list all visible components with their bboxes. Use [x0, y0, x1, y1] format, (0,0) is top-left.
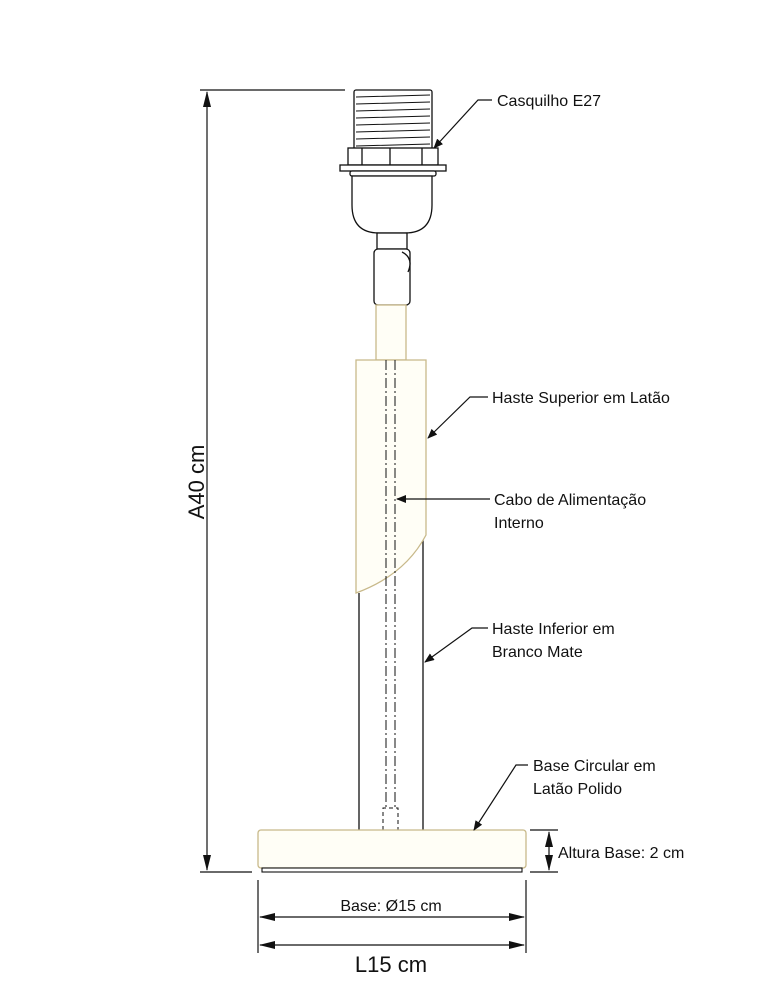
- height-dimension: [200, 89, 345, 873]
- base-diameter-label: Base: Ø15 cm: [340, 898, 441, 915]
- lower-rod: [358, 537, 424, 830]
- base-label-line2: Latão Polido: [533, 781, 622, 798]
- base-height-label: Altura Base: 2 cm: [558, 845, 684, 862]
- lower-rod-leader: [424, 627, 488, 663]
- lower-rod-label-line1: Haste Inferior em: [492, 621, 615, 638]
- width-label: L15 cm: [355, 952, 427, 977]
- cable-label-line1: Cabo de Alimentação: [494, 492, 646, 509]
- internal-cable: [382, 360, 399, 830]
- height-label: A40 cm: [184, 445, 209, 520]
- upper-brass-rod: [355, 359, 427, 594]
- base-label-line1: Base Circular em: [533, 758, 656, 775]
- socket-e27: [339, 89, 447, 306]
- width-dimensions: [257, 880, 527, 953]
- socket-leader: [433, 99, 492, 149]
- upper-rod-label: Haste Superior em Latão: [492, 390, 670, 407]
- cable-label-line2: Interno: [494, 515, 544, 532]
- circular-base: [257, 829, 527, 873]
- socket-label: Casquilho E27: [497, 93, 601, 110]
- base-height-dimension: [530, 829, 558, 873]
- upper-rod-leader: [427, 396, 488, 439]
- connector-tube: [375, 304, 407, 361]
- base-leader: [473, 764, 528, 831]
- lower-rod-label-line2: Branco Mate: [492, 644, 583, 661]
